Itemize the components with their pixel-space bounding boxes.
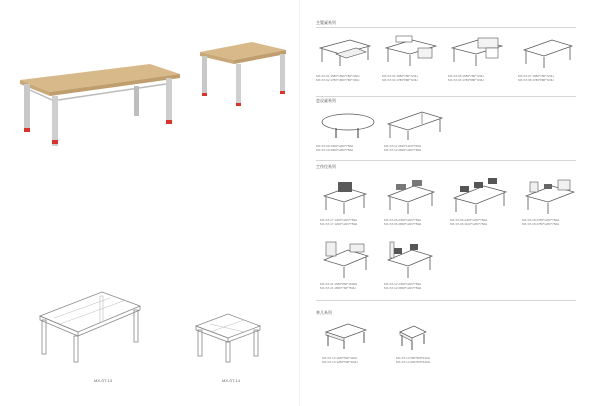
product-codes-workstation-3: MX-ST-06 2400*1200*750H MX-ST-06 4100*12… [450, 218, 488, 226]
product-thumb-mx-st-01 [318, 39, 372, 66]
product-thumb-mx-st-03 [384, 35, 438, 66]
section-title-executive-desks: 主管桌系列 [316, 20, 336, 25]
product-thumb-mx-st-17 [322, 182, 368, 214]
product-thumb-workstation-2 [386, 180, 436, 214]
product-codes-mx-st-21: MX-ST-21 1580*860*1600H MX-ST-21 1800*76… [320, 282, 358, 290]
product-thumb-mx-st-18 [524, 179, 576, 214]
product-codes-mx-st-18: MX-ST-18 2780*1200*750H MX-ST-18 2780*12… [522, 218, 560, 226]
coffee-table-small-render [200, 42, 286, 106]
product-thumb-mx-st-11 [386, 111, 444, 140]
product-thumb-mx-st-13 [324, 323, 368, 349]
product-codes-mx-st-13: MX-ST-13 1180*590*420H MX-ST-13 1280*590… [322, 356, 358, 364]
sketch-label-small: MX-ST-14 [222, 378, 241, 383]
section-divider [316, 27, 576, 28]
product-codes-workstation-2: MX-ST-05 2400*1200*750H MX-ST-06 2800*12… [384, 218, 422, 226]
product-codes-mx-st-01: MX-ST-01 1580*1800*780*720H MX-ST-02 178… [316, 74, 360, 82]
product-thumb-mx-st-09 [321, 113, 375, 138]
product-codes-mx-st-05: MX-ST-05 1580*780*720H MX-ST-06 1780*880… [448, 74, 484, 82]
section-divider [316, 300, 576, 301]
section-divider [316, 160, 576, 161]
product-thumb-mx-st-14 [399, 325, 427, 350]
product-thumb-workstation-3 [452, 178, 508, 214]
product-thumb-mx-st-21 [322, 241, 370, 278]
coffee-table-large-render [20, 64, 180, 146]
section-title-conference-tables: 会议桌系列 [316, 98, 336, 103]
page-fold [299, 0, 300, 406]
product-codes-mx-st-12: MX-ST-12 2400*1200*750H MX-ST-12 2800*12… [384, 282, 422, 290]
coffee-table-small-sketch [194, 313, 262, 363]
section-divider [316, 96, 576, 97]
product-thumb-mx-st-07 [522, 39, 574, 68]
product-codes-mx-st-03: MX-ST-03 1580*780*720H MX-ST-04 1780*880… [382, 74, 418, 82]
product-thumb-mx-st-12 [386, 241, 434, 278]
section-title-coffee-tables: 茶几系列 [316, 310, 332, 315]
coffee-table-large-sketch [38, 291, 142, 363]
product-codes-mx-st-17: MX-ST-17 1400*1200*750H MX-ST-17 1200*12… [320, 218, 358, 226]
product-codes-mx-st-09: MX-ST-09 2400*1200*750H MX-ST-10 2800*14… [316, 144, 354, 152]
product-codes-mx-st-11: MX-ST-11 2400*1200*750H MX-ST-12 2800*14… [384, 144, 422, 152]
section-title-workstations: 工作位系列 [316, 164, 336, 169]
product-thumb-mx-st-05 [450, 37, 504, 66]
product-codes-mx-st-14: MX-ST-14 580*580*420H MX-ST-14 600*600*4… [396, 356, 430, 364]
sketch-label-large: MX-ST-13 [94, 378, 113, 383]
product-codes-mx-st-07: MX-ST-07 1580*780*720H MX-ST-08 1780*880… [518, 74, 554, 82]
